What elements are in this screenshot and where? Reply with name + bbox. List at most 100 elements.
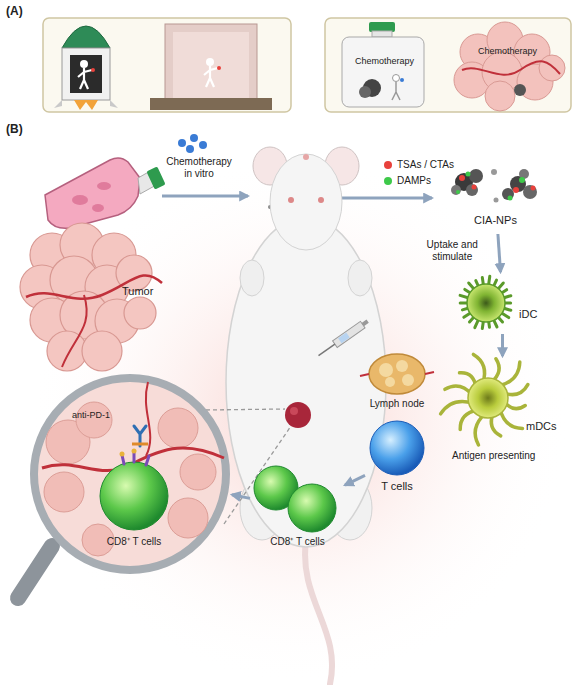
shape-circle — [466, 184, 478, 196]
shape-circle — [82, 331, 122, 371]
shape-g — [44, 402, 216, 556]
shape-circle — [285, 402, 311, 428]
lymph-node: Lymph node — [360, 352, 434, 416]
shape-circle — [44, 472, 84, 512]
legend-text: TSAs / CTAs — [397, 159, 454, 170]
shape-circle — [513, 187, 519, 193]
shape-ellipse — [348, 260, 372, 296]
shape-rect — [325, 18, 571, 112]
shape-path — [305, 540, 332, 684]
shape-rect — [333, 321, 365, 347]
shape-path — [62, 26, 110, 48]
magnifier-view: anti-PD-1CD8⁺ T cells — [28, 372, 232, 576]
mature-dendritic-cell-shape — [440, 356, 565, 448]
shape-circle — [359, 86, 371, 98]
legend-row: DAMPs — [384, 171, 431, 185]
shape-rect — [165, 24, 257, 100]
shape-rect — [342, 37, 424, 107]
panel-label: (A) — [6, 4, 23, 18]
shape-circle — [393, 75, 400, 82]
shape-line — [319, 344, 335, 355]
shape-circle — [508, 196, 513, 201]
annotation: Antigen presenting — [452, 450, 535, 462]
node-label: CD8⁺ T cells — [245, 536, 350, 548]
shape-circle — [132, 449, 137, 454]
arrow-connector — [232, 495, 250, 499]
legend-text: DAMPs — [397, 175, 431, 186]
edge-label: Uptake and stimulate — [413, 239, 491, 263]
shape-path — [26, 275, 162, 298]
shape-circle — [514, 84, 526, 96]
cd8-t-cell: CD8⁺ T cells — [94, 458, 174, 558]
shape-circle — [494, 198, 499, 203]
shape-path — [74, 100, 98, 110]
node-label: CIA-NPs — [438, 214, 553, 227]
shape-ellipse — [240, 260, 264, 296]
shape-circle — [158, 408, 198, 448]
node-label: iDC — [519, 308, 537, 321]
shape-path — [360, 372, 434, 376]
shape-path — [462, 61, 560, 74]
arrow-connector — [498, 234, 501, 272]
annotation: Chemotherapy — [478, 46, 537, 57]
shape-circle — [288, 484, 336, 532]
shape-rect — [70, 55, 102, 93]
shape-circle — [303, 154, 309, 160]
arrow-connector — [345, 475, 365, 485]
shape-rect — [62, 48, 110, 100]
shape-circle — [385, 377, 395, 387]
legend-swatch — [384, 161, 392, 169]
shape-rect — [43, 18, 291, 112]
shape-g — [454, 22, 565, 111]
tumor-mass-shape — [22, 225, 172, 375]
shape-circle — [124, 297, 156, 329]
shape-circle — [120, 452, 125, 457]
shape-circle — [47, 331, 87, 371]
shape-g — [20, 223, 156, 371]
shape-circle — [400, 78, 404, 82]
shape-circle — [80, 60, 88, 68]
shape-path — [122, 452, 149, 465]
shape-ellipse — [72, 195, 88, 205]
shape-circle — [467, 284, 505, 322]
panel-label: (B) — [6, 122, 23, 136]
shape-circle — [451, 185, 461, 195]
node-label: Lymph node — [352, 398, 442, 410]
shape-path — [392, 82, 400, 100]
shape-circle — [168, 498, 208, 538]
shape-path — [206, 409, 285, 410]
shape-circle — [523, 185, 537, 199]
shape-rect — [372, 31, 392, 37]
cd8-t-cells: CD8⁺ T cells — [250, 462, 345, 554]
shape-circle — [379, 363, 393, 377]
shape-circle — [186, 145, 194, 153]
shape-circle — [290, 407, 298, 415]
shape-circle — [402, 374, 414, 386]
shape-line — [342, 197, 432, 200]
shape-circle — [396, 360, 408, 372]
shape-ellipse — [92, 204, 104, 212]
shape-circle — [100, 462, 168, 530]
shape-circle — [34, 378, 226, 570]
shape-path — [204, 66, 218, 87]
shape-circle — [485, 81, 515, 111]
shape-path — [78, 68, 92, 89]
legend-row: TSAs / CTAs — [384, 155, 454, 169]
shape-circle — [370, 421, 424, 475]
shape-circle — [318, 197, 324, 203]
mature-dendritic-cell: mDCs — [440, 356, 565, 448]
shape-rect — [338, 333, 350, 344]
shape-ellipse — [226, 217, 386, 547]
shape-circle — [91, 68, 95, 72]
shape-circle — [206, 58, 214, 66]
shape-circle — [491, 169, 497, 175]
node-label: Tumor — [122, 285, 153, 298]
shape-circle — [459, 175, 465, 181]
shape-path — [499, 362, 520, 386]
shape-circle — [456, 190, 460, 194]
annotation: Chemotherapy in vitro — [166, 156, 232, 180]
shape-line — [162, 195, 248, 198]
shape-path — [132, 443, 148, 446]
shape-circle — [469, 169, 483, 183]
